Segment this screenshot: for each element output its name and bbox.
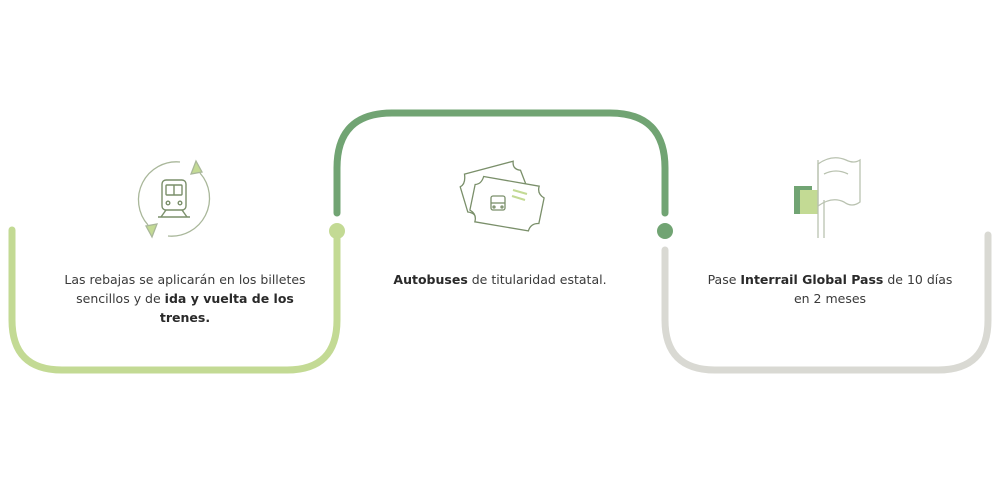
connector-node-2	[657, 223, 673, 239]
connector-node-1	[329, 223, 345, 239]
connector-segment-left	[8, 226, 341, 374]
flag-icon	[794, 157, 861, 238]
train-icon	[137, 159, 211, 239]
interrail-pass-text-run-2: de 10 días en 2 meses	[793, 272, 953, 306]
connector-segment-middle	[333, 109, 669, 217]
step-text-state-buses: Autobuses de titularidad estatal.	[360, 270, 640, 289]
train-discounts-text-run-1: ida y vuelta de los trenes.	[159, 291, 294, 325]
step-text-train-discounts: Las rebajas se aplicarán en los billetes…	[60, 270, 310, 327]
train-discounts-text-run-0: Las rebajas se aplicarán en los billetes…	[64, 272, 306, 306]
state-buses-text-run-0: Autobuses	[393, 272, 468, 287]
step-text-interrail-pass: Pase Interrail Global Pass de 10 días en…	[700, 270, 960, 308]
connector-segment-right	[661, 231, 992, 374]
bus-tickets-icon	[459, 160, 545, 232]
state-buses-text-run-1: de titularidad estatal.	[467, 272, 607, 287]
interrail-pass-text-run-0: Pase	[707, 272, 741, 287]
interrail-pass-text-run-1: Interrail Global Pass	[740, 272, 884, 287]
